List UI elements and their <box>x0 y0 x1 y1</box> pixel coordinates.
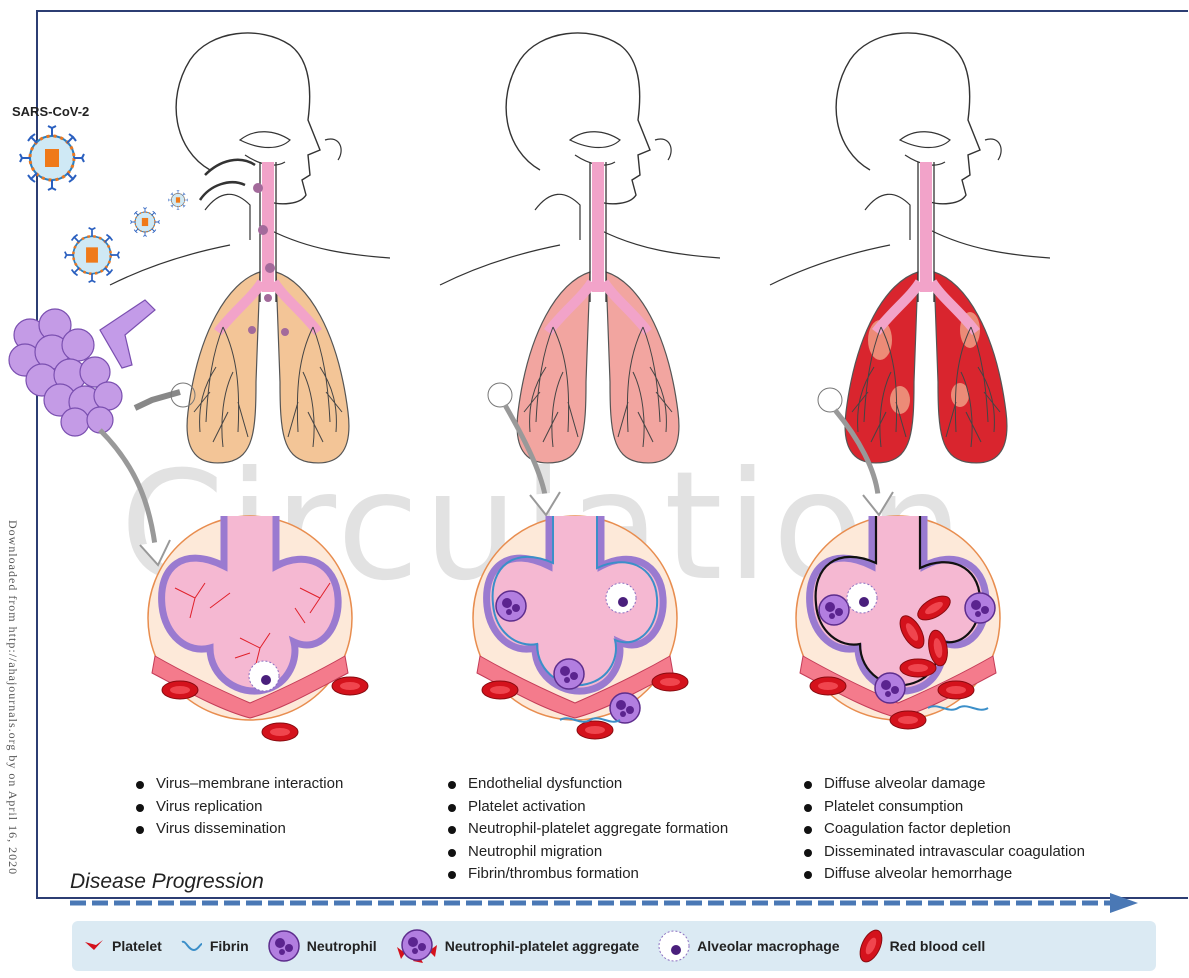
finding-item: Fibrin/thrombus formation <box>444 863 728 886</box>
virus-label: SARS-CoV-2 <box>12 104 89 119</box>
progress-arrow <box>70 892 1142 914</box>
legend-label: Red blood cell <box>890 938 986 954</box>
finding-item: Endothelial dysfunction <box>444 773 728 796</box>
finding-item: Disseminated intravascular coagulation <box>800 841 1085 864</box>
legend-item-rbc: Red blood cell <box>858 927 986 965</box>
legend: Platelet Fibrin Neutrophil Neutrophil-pl… <box>72 921 1156 971</box>
progress-label: Disease Progression <box>70 870 264 894</box>
alveolus-stage-3 <box>796 516 1000 729</box>
legend-label: Fibrin <box>210 938 249 954</box>
alveolar-macrophage-icon <box>657 929 691 963</box>
finding-item: Diffuse alveolar hemorrhage <box>800 863 1085 886</box>
legend-item-platelet: Platelet <box>82 936 162 956</box>
finding-item: Virus–membrane interaction <box>132 773 343 796</box>
legend-label: Neutrophil <box>307 938 377 954</box>
finding-item: Platelet activation <box>444 796 728 819</box>
virus-icon <box>168 190 187 209</box>
legend-item-fibrin: Fibrin <box>180 936 249 956</box>
neutrophil-platelet-aggregate-icon <box>395 927 439 965</box>
legend-item-aggregate: Neutrophil-platelet aggregate <box>395 927 639 965</box>
neutrophil-icon <box>267 929 301 963</box>
legend-label: Neutrophil-platelet aggregate <box>445 938 639 954</box>
legend-item-neutrophil: Neutrophil <box>267 929 377 963</box>
legend-label: Alveolar macrophage <box>697 938 839 954</box>
alveolus-stage-2 <box>473 516 688 739</box>
red-blood-cell-icon <box>858 927 884 965</box>
disease-diagram <box>0 0 1189 860</box>
finding-item: Neutrophil migration <box>444 841 728 864</box>
fibrin-icon <box>180 936 204 956</box>
virus-icon <box>131 208 160 237</box>
finding-item: Coagulation factor depletion <box>800 818 1085 841</box>
alveolus-stage-1 <box>148 516 368 741</box>
finding-item: Neutrophil-platelet aggregate formation <box>444 818 728 841</box>
stage-3-anatomy <box>770 33 1050 515</box>
legend-item-macrophage: Alveolar macrophage <box>657 929 839 963</box>
stage-1-findings: Virus–membrane interaction Virus replica… <box>132 773 343 841</box>
virus-icon <box>65 228 119 282</box>
stage-2-findings: Endothelial dysfunction Platelet activat… <box>444 773 728 886</box>
legend-label: Platelet <box>112 938 162 954</box>
finding-item: Virus replication <box>132 796 343 819</box>
platelet-icon <box>82 936 106 956</box>
stage-2-anatomy <box>440 33 720 515</box>
stage-3-findings: Diffuse alveolar damage Platelet consump… <box>800 773 1085 886</box>
finding-item: Virus dissemination <box>132 818 343 841</box>
virus-icon <box>20 126 84 190</box>
finding-item: Diffuse alveolar damage <box>800 773 1085 796</box>
finding-item: Platelet consumption <box>800 796 1085 819</box>
